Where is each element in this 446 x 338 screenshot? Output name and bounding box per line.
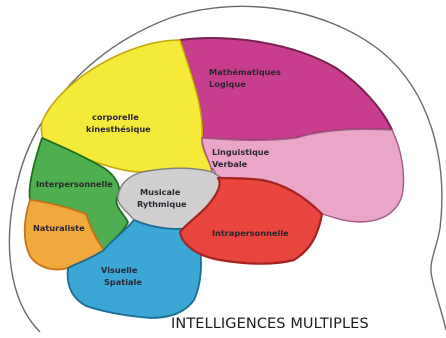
page-title: INTELLIGENCES MULTIPLES xyxy=(171,316,369,332)
label-visuelle-line2: Spatiale xyxy=(104,277,142,287)
label-interpersonnelle: Interpersonnelle xyxy=(36,179,113,189)
label-linguistique-line2: Verbale xyxy=(212,159,248,169)
region-linguistique xyxy=(201,128,405,223)
label-corporelle-line1: corporelle xyxy=(92,112,139,122)
label-naturaliste: Naturaliste xyxy=(33,223,85,233)
label-corporelle-line2: kinesthésique xyxy=(86,124,151,134)
label-musicale-line1: Musicale xyxy=(140,187,181,197)
label-mathematiques-line1: Mathématiques xyxy=(209,67,281,77)
label-intrapersonnelle: Intrapersonnelle xyxy=(212,228,289,238)
label-linguistique-line1: Linguistique xyxy=(212,147,270,157)
region-intrapersonnelle xyxy=(178,176,324,265)
head-outline xyxy=(8,5,446,333)
label-musicale-line2: Rythmique xyxy=(137,199,187,209)
label-mathematiques-line2: Logique xyxy=(209,79,246,89)
label-visuelle-line1: Visuelle xyxy=(101,265,138,275)
region-mathematiques xyxy=(179,37,393,142)
